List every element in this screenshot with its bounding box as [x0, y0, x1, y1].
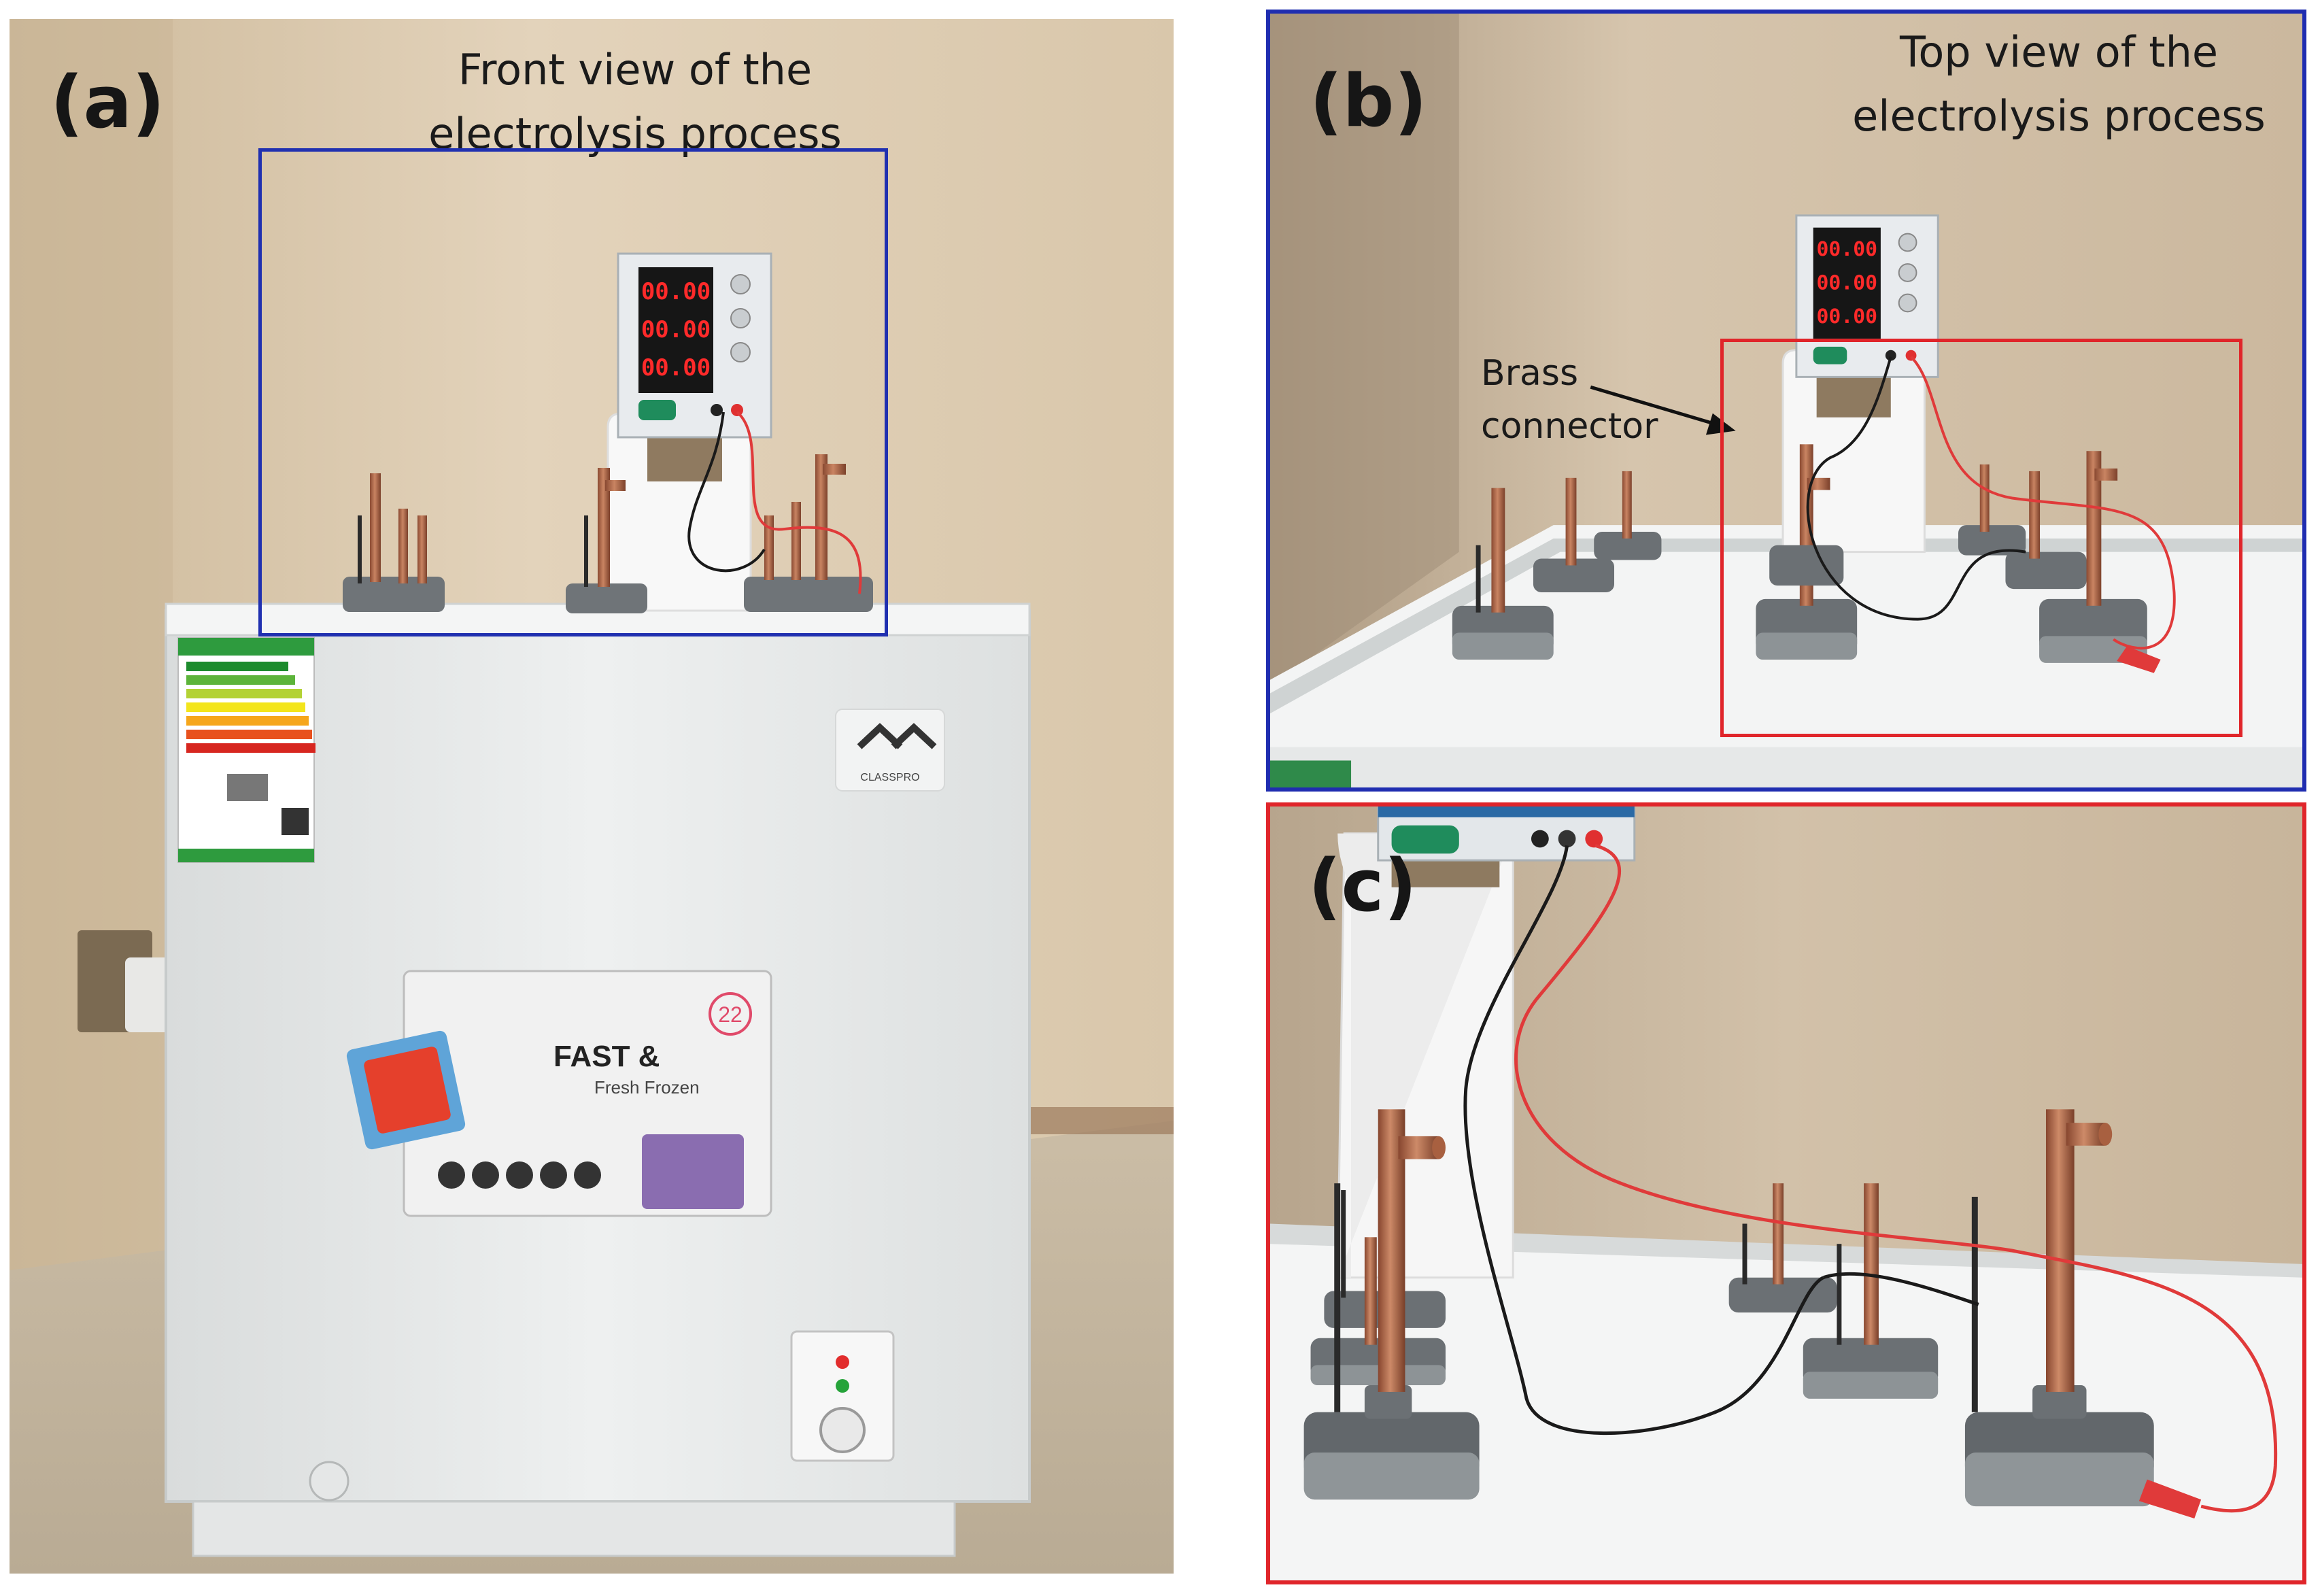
top-view-photo: 00.00 00.00 00.00: [1270, 14, 2302, 787]
panel-c: (c): [1266, 802, 2306, 1584]
display-b-line-3: 00.00: [1817, 305, 1878, 328]
brand-text: CLASSPRO: [860, 772, 919, 783]
highlight-box-red: [1720, 339, 2242, 737]
panel-b-caption: Top view of the electrolysis process: [1828, 20, 2290, 148]
panel-a-label: (a): [50, 61, 165, 144]
sticker-title: FAST &: [553, 1040, 660, 1073]
highlight-box-blue: [258, 148, 888, 636]
zoomed-electrode-photo: [1270, 807, 2302, 1580]
panel-c-label: (c): [1308, 844, 1417, 928]
display-b-line-1: 00.00: [1817, 237, 1878, 261]
sticker-badge: 22: [718, 1002, 743, 1027]
brass-connector-line-2: connector: [1481, 406, 1658, 447]
display-line-1: 00.00: [641, 278, 711, 305]
panel-b-caption-line-1: Top view of the: [1899, 27, 2219, 77]
display-b-line-2: 00.00: [1817, 271, 1878, 295]
panel-a-caption: Front view of the electrolysis process: [390, 38, 880, 166]
brass-connector-line-1: Brass: [1481, 353, 1579, 394]
display-line-3: 00.00: [641, 354, 711, 381]
display-line-2: 00.00: [641, 316, 711, 343]
panel-a: CLASSPRO FAST & Fresh Frozen 22 00.00 00…: [10, 19, 1174, 1574]
panel-b-label: (b): [1310, 59, 1427, 143]
front-view-photo: CLASSPRO FAST & Fresh Frozen 22 00.00 00…: [10, 19, 1174, 1574]
panel-b: 00.00 00.00 00.00: [1266, 10, 2306, 792]
panel-b-caption-line-2: electrolysis process: [1852, 91, 2266, 141]
sticker-subtitle: Fresh Frozen: [594, 1077, 700, 1098]
brass-connector-annotation: Brass connector: [1481, 347, 1658, 453]
panel-a-caption-line-1: Front view of the: [458, 45, 813, 95]
